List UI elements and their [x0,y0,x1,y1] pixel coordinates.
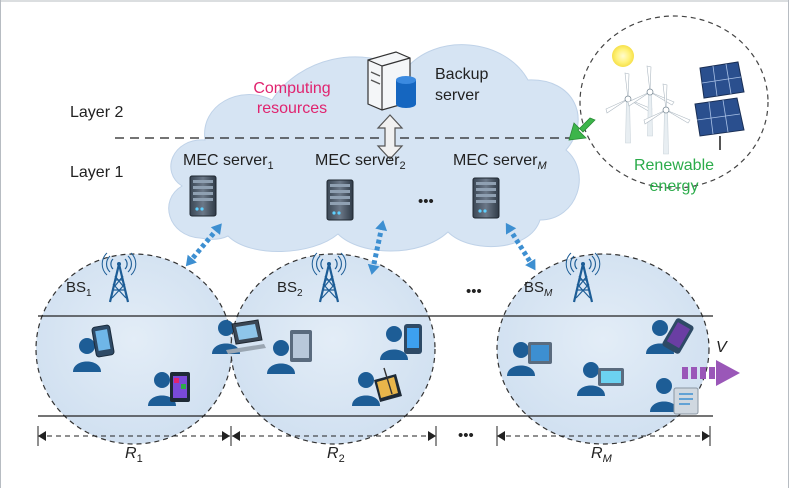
velocity-label: V [716,339,728,356]
solar-panel-icon [694,61,745,150]
user-with-tablet [577,362,624,396]
user-with-tablet [650,378,699,415]
user-with-tablet [507,342,552,376]
tablet-icon [170,372,190,402]
radius-dimension-1 [37,426,230,446]
laptop-icon [226,319,266,354]
user-with-tablet [148,372,190,406]
database-icon [396,76,416,108]
backup-link-arrow [376,114,404,160]
tablet-icon [290,330,312,362]
backup-server [367,51,416,111]
tablet-icon [528,342,552,364]
mec-server-1-icon [189,175,217,217]
layer-2-label: Layer 2 [70,104,123,121]
tablet-icon [598,368,624,386]
energy-flow-arrow [568,117,596,141]
user-with-smartphone [73,324,115,372]
radius-ellipsis: ••• [458,427,474,444]
renewable-energy-label-2: energy [650,178,699,195]
tablet-icon [673,387,699,415]
smartphone-icon [91,324,115,358]
user-with-tablet [352,367,402,406]
computing-resources-label-1: Computing [253,80,330,97]
mec-servers-ellipsis: ••• [418,193,434,210]
mec-server-m-label: MEC serverM [453,152,547,172]
backup-server-label-2: server [435,87,480,104]
radius-m-label: RM [591,445,613,465]
sun-icon [612,45,634,67]
computing-resources-label-2: resources [257,100,327,117]
bs-1-label: BS1 [66,279,92,299]
radius-1-label: R1 [125,445,143,465]
mec-server-m-icon [472,177,500,219]
backup-server-label-1: Backup [435,66,488,83]
cell-m [496,253,710,445]
radius-dimension-m [496,426,711,446]
bs-m-label: BSM [524,279,553,299]
radius-2-label: R2 [327,445,345,465]
tablet-icon [374,367,402,402]
renewable-energy-label-1: Renewable [634,157,714,174]
velocity-arrow [682,360,740,386]
radius-dimension-2 [230,426,437,446]
user-with-tablet [267,330,312,374]
smartphone-icon [662,318,694,354]
user-with-smartphone [646,318,694,354]
user-with-laptop [212,319,266,354]
user-with-smartphone [380,324,422,360]
bs-2-label: BS2 [277,279,303,299]
cells-ellipsis: ••• [466,283,482,300]
mec-server-2-icon [326,179,354,221]
smartphone-icon [404,324,422,354]
mec-server-2-label: MEC server2 [315,152,406,172]
layer-1-label: Layer 1 [70,164,123,181]
mec-server-1-label: MEC server1 [183,152,274,172]
